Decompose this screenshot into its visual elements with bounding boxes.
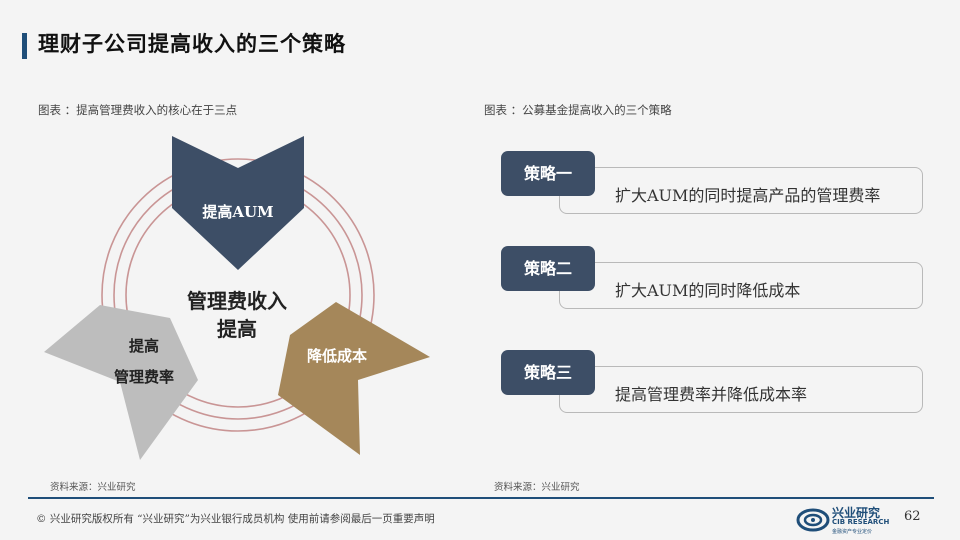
footer-divider xyxy=(28,497,934,499)
left-shape-label-line2: 管理费率 xyxy=(113,368,174,386)
diagram-graphic xyxy=(44,136,430,460)
cib-research-logo: 兴业研究 CIB RESEARCH 金融资产专业定价 xyxy=(796,503,896,537)
logo-english-text: CIB RESEARCH xyxy=(832,518,890,526)
left-pentagon-shape xyxy=(44,305,198,460)
logo-swirl-icon xyxy=(796,508,830,532)
right-figure-caption: 图表 ：公募基金提高收入的三个策略 xyxy=(484,103,672,117)
strategy-text: 扩大AUM的同时提高产品的管理费率 xyxy=(615,186,881,205)
strategy-text-box: 扩大AUM的同时降低成本 xyxy=(559,262,923,309)
top-chevron-shape xyxy=(172,136,304,270)
center-label-line2: 提高 xyxy=(217,317,257,341)
strategy-tag: 策略三 xyxy=(501,350,595,395)
footer-copyright: © 兴业研究版权所有 “兴业研究”为兴业银行成员机构 使用前请参阅最后一页重要声… xyxy=(36,513,435,525)
right-arrow-shape xyxy=(278,302,430,455)
strategy-text: 提高管理费率并降低成本率 xyxy=(615,385,808,404)
logo-chinese-text: 兴业研究 xyxy=(832,506,881,520)
left-shape-label-line1: 提高 xyxy=(128,337,159,355)
revenue-core-diagram: 提高AUM 管理费收入 提高 提高 管理费率 降低成本 xyxy=(40,130,440,474)
left-figure-caption: 图表 ：提高管理费收入的核心在于三点 xyxy=(38,103,238,117)
strategy-text-box: 扩大AUM的同时提高产品的管理费率 xyxy=(559,167,923,214)
center-label-line1: 管理费收入 xyxy=(187,289,287,313)
page-number: 62 xyxy=(904,509,921,524)
title-accent-bar xyxy=(22,33,27,59)
ring-outer xyxy=(101,158,375,432)
strategy-tag: 策略一 xyxy=(501,151,595,196)
logo-slogan-text: 金融资产专业定价 xyxy=(832,529,873,535)
right-source-note: 资料来源：兴业研究 xyxy=(494,482,580,493)
strategy-tag: 策略二 xyxy=(501,246,595,291)
right-shape-label: 降低成本 xyxy=(306,347,367,365)
strategy-text-box: 提高管理费率并降低成本率 xyxy=(559,366,923,413)
top-shape-label: 提高AUM xyxy=(202,203,274,221)
left-source-note: 资料来源：兴业研究 xyxy=(50,482,136,493)
strategy-text: 扩大AUM的同时降低成本 xyxy=(615,281,801,300)
page-title: 理财子公司提高收入的三个策略 xyxy=(38,31,346,56)
